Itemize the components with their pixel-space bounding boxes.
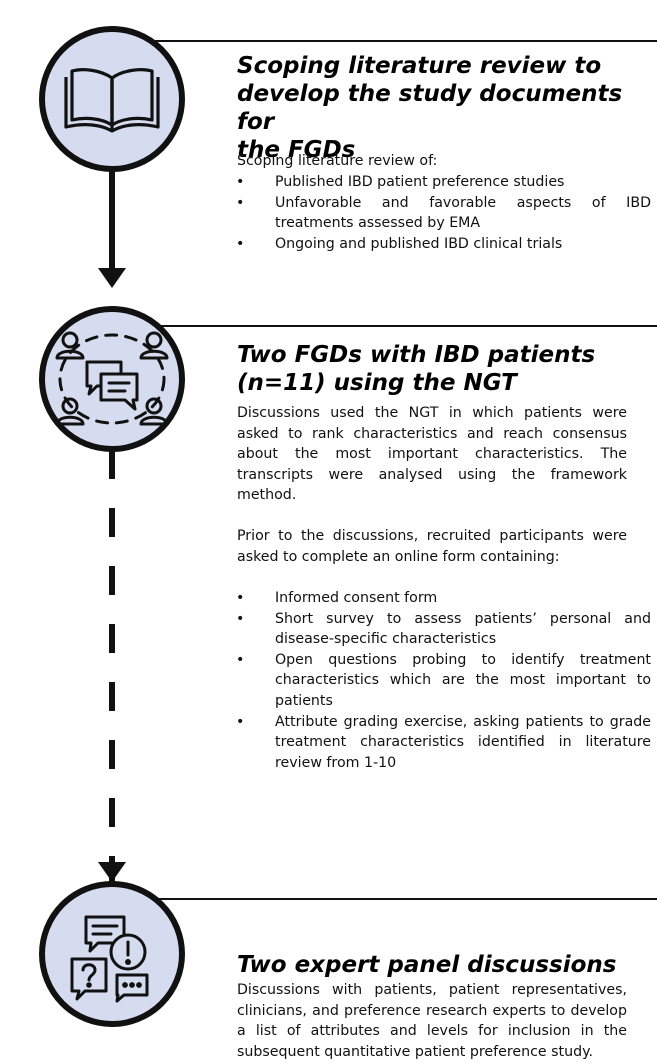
- list-item: Short survey to assess patients’ persona…: [236, 609, 651, 650]
- list-item: Attribute grading exercise, asking patie…: [236, 712, 651, 774]
- step-2-title: Two FGDs with IBD patients (n=11) using …: [237, 341, 647, 397]
- title-line: the FGDs: [237, 137, 356, 163]
- list-item: Published IBD patient preference studies: [236, 172, 651, 193]
- step-2-paragraph-2: Prior to the discussions, recruited part…: [237, 528, 627, 565]
- step-3-circle: [39, 881, 185, 1027]
- solid-connector-line: [109, 170, 115, 270]
- open-book-icon: [64, 68, 160, 133]
- step-3-paragraph-1: Discussions with patients, patient repre…: [237, 982, 627, 1060]
- step-1-intro: Scoping literature review of:: [237, 153, 438, 169]
- list-item: Ongoing and published IBD clinical trial…: [236, 234, 651, 255]
- title-line: Scoping literature review to: [237, 53, 602, 79]
- dashed-connector-segment: [109, 624, 115, 653]
- expert-chat-icon: [70, 915, 149, 1003]
- step-3-title: Two expert panel discussions: [237, 951, 647, 979]
- step-2-paragraph-1: Discussions used the NGT in which patien…: [237, 405, 627, 504]
- title-line: develop the study documents for: [237, 81, 623, 135]
- list-item: Informed consent form: [236, 588, 651, 609]
- step-1-title: Scoping literature review to develop the…: [237, 52, 647, 164]
- step-1-bullet-list: Published IBD patient preference studies…: [236, 172, 651, 254]
- section-divider-line: [112, 40, 657, 42]
- section-divider-line: [112, 898, 657, 900]
- title-line: Two FGDs with IBD patients: [237, 342, 596, 368]
- arrow-down-icon: [98, 862, 126, 882]
- section-divider-line: [112, 325, 657, 327]
- dashed-connector-segment: [109, 450, 115, 479]
- list-item: Open questions probing to identify treat…: [236, 650, 651, 712]
- title-line: (n=11) using the NGT: [237, 370, 517, 396]
- dashed-connector-segment: [109, 798, 115, 827]
- dashed-connector-segment: [109, 682, 115, 711]
- title-line: Two expert panel discussions: [237, 952, 617, 978]
- dashed-connector-segment: [109, 566, 115, 595]
- arrow-down-icon: [98, 268, 126, 288]
- step-2-bullet-list: Informed consent form Short survey to as…: [236, 588, 651, 773]
- dashed-connector-segment: [109, 740, 115, 769]
- step-2-circle: [39, 306, 185, 452]
- group-discussion-icon: [55, 331, 169, 426]
- dashed-connector-segment: [109, 508, 115, 537]
- step-1-circle: [39, 26, 185, 172]
- list-item: Unfavorable and favorable aspects of IBD…: [236, 193, 651, 234]
